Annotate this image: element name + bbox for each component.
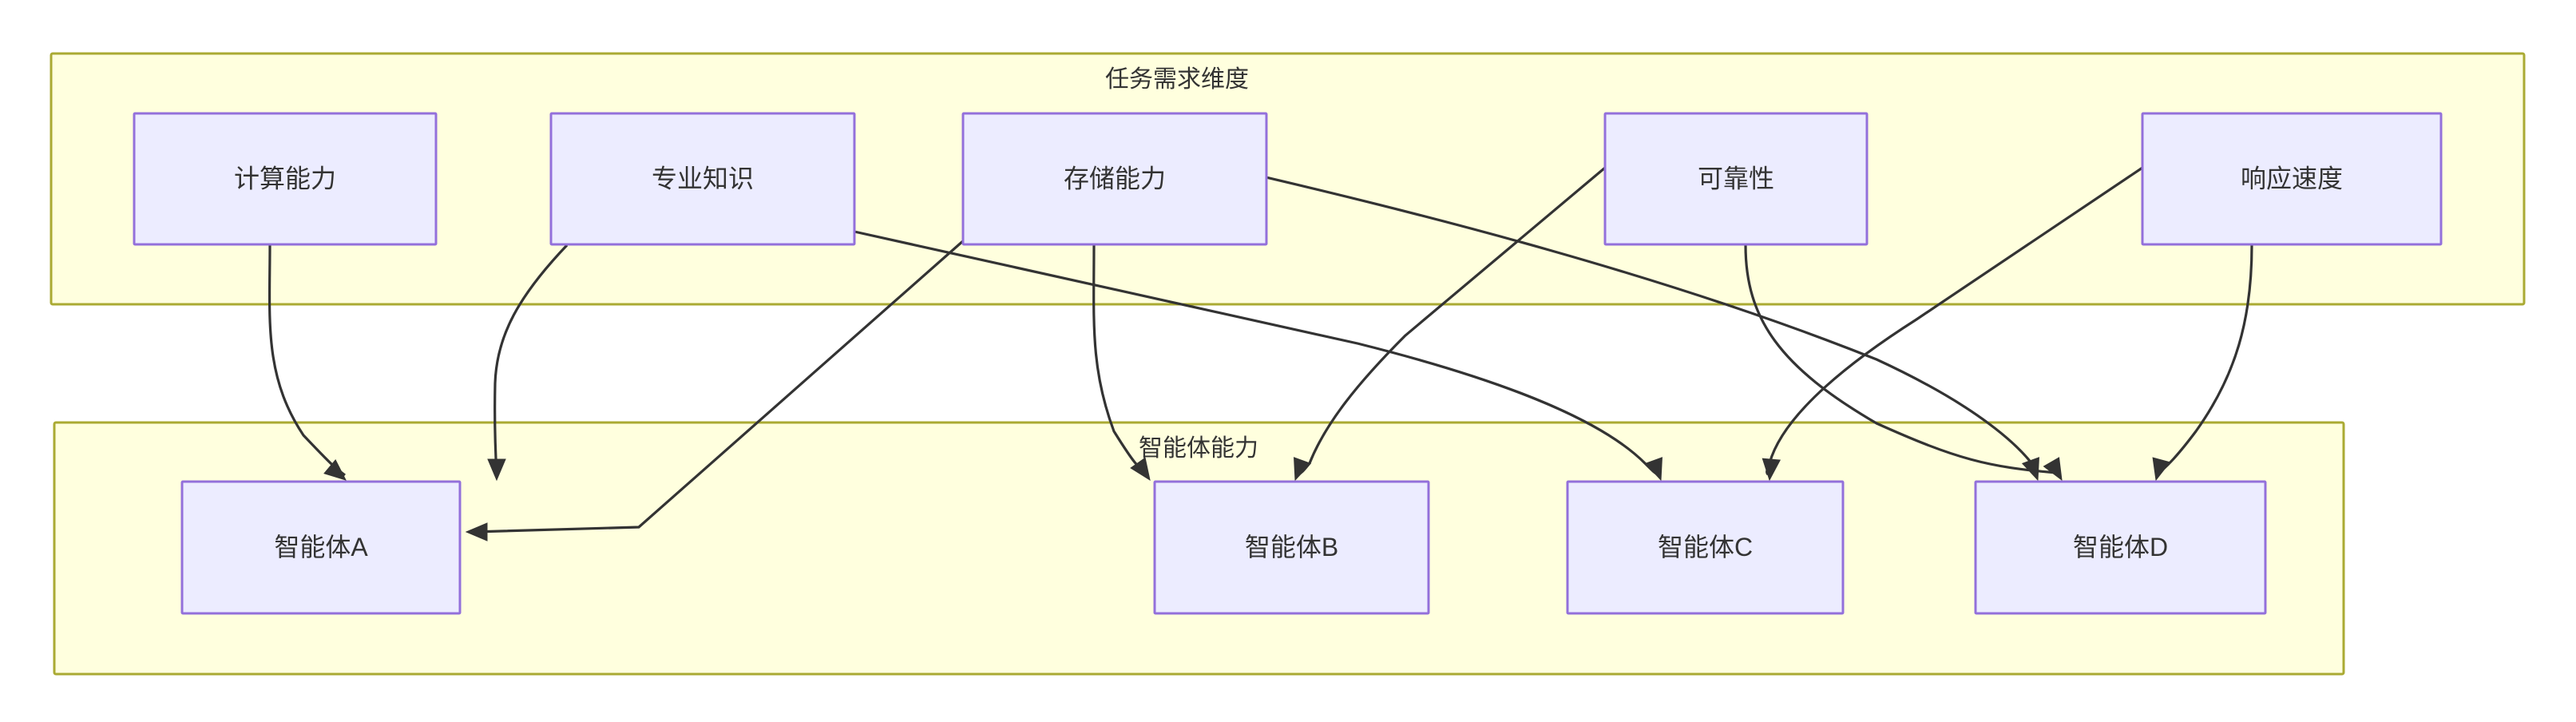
node-box-req-compute[interactable] <box>133 112 438 246</box>
node-box-agent-c[interactable] <box>1566 480 1845 615</box>
edge-layer <box>268 158 2253 542</box>
node-agent-b[interactable]: 智能体B <box>1153 480 1430 615</box>
node-box-req-speed[interactable] <box>2141 112 2443 246</box>
node-label-req-knowledge: 专业知识 <box>652 164 754 192</box>
arrow-head-icon-e5 <box>1294 457 1312 482</box>
node-req-speed[interactable]: 响应速度 <box>2141 112 2443 246</box>
arrow-head-icon-e7 <box>1762 458 1781 482</box>
arrow-head-icon-e8 <box>2021 457 2039 482</box>
arrow-head-icon-e1 <box>323 458 347 481</box>
edge-req-reliable-to-agent-b <box>1294 166 1607 482</box>
node-box-agent-d[interactable] <box>1974 480 2267 615</box>
node-label-agent-c: 智能体C <box>1658 533 1753 561</box>
edge-path-e9 <box>1744 244 2058 474</box>
arrow-head-icon-e3 <box>465 522 488 542</box>
node-agent-a[interactable]: 智能体A <box>180 480 462 615</box>
arrow-head-icon-e2 <box>487 458 506 482</box>
edge-req-compute-to-agent-a <box>268 244 347 481</box>
node-box-agent-a[interactable] <box>180 480 462 615</box>
arrow-head-icon-e6 <box>1644 457 1663 482</box>
node-agent-c[interactable]: 智能体C <box>1566 480 1845 615</box>
node-req-reliable[interactable]: 可靠性 <box>1603 112 1869 246</box>
node-req-storage[interactable]: 存储能力 <box>961 112 1268 246</box>
edge-req-storage-to-agent-d <box>1189 158 2039 482</box>
edge-req-storage-to-agent-b <box>1092 244 1151 482</box>
arrow-head-icon-e10 <box>2152 457 2171 482</box>
node-req-knowledge[interactable]: 专业知识 <box>549 112 856 246</box>
edge-req-knowledge-to-agent-c <box>854 230 1663 482</box>
node-label-agent-b: 智能体B <box>1245 533 1338 561</box>
node-req-compute[interactable]: 计算能力 <box>133 112 438 246</box>
node-label-req-speed: 响应速度 <box>2241 164 2343 192</box>
edge-req-storage-to-agent-a <box>465 238 966 542</box>
node-label-req-reliable: 可靠性 <box>1698 164 1774 192</box>
node-box-req-storage[interactable] <box>961 112 1268 246</box>
node-label-agent-a: 智能体A <box>274 533 368 561</box>
edge-req-reliable-to-agent-d <box>1744 244 2063 482</box>
edge-path-e8 <box>1189 158 2036 468</box>
node-label-req-storage: 存储能力 <box>1064 164 1166 192</box>
node-agent-d[interactable]: 智能体D <box>1974 480 2267 615</box>
arrow-head-icon-e9 <box>2043 457 2063 482</box>
arrow-head-icon-e4 <box>1130 457 1151 482</box>
node-label-req-compute: 计算能力 <box>234 164 336 192</box>
node-box-req-reliable[interactable] <box>1603 112 1869 246</box>
edge-req-speed-to-agent-d <box>2152 244 2253 482</box>
cluster-label-requirements: 任务需求维度 <box>1105 66 1249 93</box>
node-box-agent-b[interactable] <box>1153 480 1430 615</box>
edge-req-speed-to-agent-c <box>1762 166 2143 482</box>
cluster-label-capabilities: 智能体能力 <box>1139 435 1258 462</box>
node-box-req-knowledge[interactable] <box>549 112 856 246</box>
node-label-agent-d: 智能体D <box>2073 533 2168 561</box>
edge-path-e3 <box>472 238 966 534</box>
edge-path-e2 <box>493 244 569 474</box>
edge-req-knowledge-to-agent-a <box>487 244 569 482</box>
